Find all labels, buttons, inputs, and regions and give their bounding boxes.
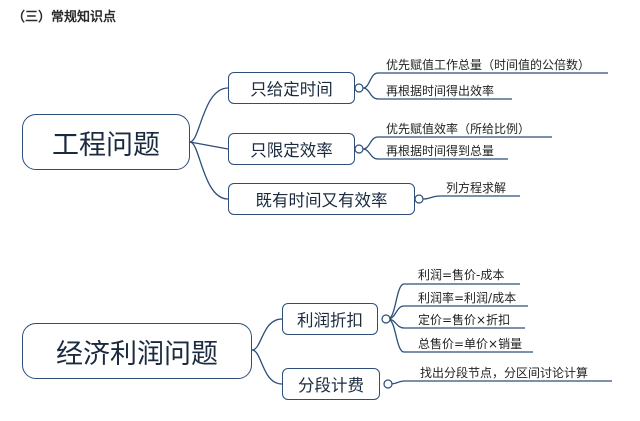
leaf-assign-efficiency: 优先赋值效率（所给比例） (386, 122, 531, 136)
connector-root1-branch3 (189, 141, 229, 200)
leaf-derive-total: 再根据时间得到总量 (386, 144, 495, 158)
connector-branch2-leaves (362, 136, 552, 160)
leaf-derive-efficiency: 再根据时间得出效率 (386, 84, 495, 98)
branch-node-profit-discount[interactable]: 利润折扣 (282, 303, 378, 335)
leaf-assign-total-work: 优先赋值工作总量（时间值的公倍数） (386, 58, 591, 72)
branch-node-efficiency-only[interactable]: 只限定效率 (228, 133, 355, 165)
connector-root2-branch2 (251, 349, 283, 385)
root-node-engineering[interactable]: 工程问题 (22, 114, 190, 170)
connector-root1-branch1 (189, 87, 229, 143)
leaf-total-sales-formula: 总售价=单价×销量 (418, 337, 523, 351)
connector-branch1-leaves (362, 72, 608, 100)
section-heading: （三）常规知识点 (12, 10, 117, 25)
root-node-economic-profit[interactable]: 经济利润问题 (22, 323, 252, 379)
collapse-toggle-b21 (381, 314, 391, 324)
connector-b22-leaf1 (389, 380, 612, 385)
collapse-toggle-b22 (383, 379, 393, 389)
collapse-toggle-branch1 (354, 83, 364, 93)
leaf-tiered-calculation: 找出分段节点，分区间讨论计算 (420, 366, 589, 380)
leaf-profit-rate-formula: 利润率=利润/成本 (418, 291, 517, 305)
connector-root2-branch1 (251, 318, 283, 351)
leaf-profit-formula: 利润=售价-成本 (418, 268, 505, 282)
collapse-toggle-branch2 (354, 144, 364, 154)
branch-node-tiered-pricing[interactable]: 分段计费 (282, 368, 380, 400)
branch-node-time-only[interactable]: 只给定时间 (228, 72, 355, 104)
leaf-solve-equation: 列方程求解 (446, 181, 507, 195)
connector-root1-branch2 (189, 141, 229, 150)
leaf-pricing-formula: 定价=售价×折扣 (418, 313, 511, 327)
connector-branch3-leaf (422, 195, 520, 200)
collapse-toggle-branch3 (414, 194, 424, 204)
branch-node-time-and-efficiency[interactable]: 既有时间又有效率 (228, 183, 415, 215)
